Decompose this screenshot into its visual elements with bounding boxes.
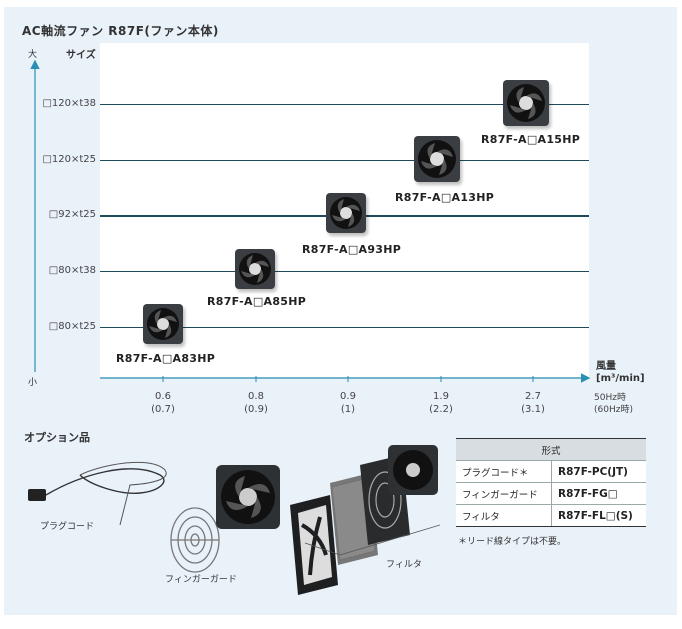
- caption-plug-cord: プラグコード: [40, 522, 95, 532]
- table-cell-code: R87F-FG□: [551, 482, 646, 505]
- caption-finger-guard: フィンガーガード: [165, 575, 237, 585]
- table-row: フィルタ R87F-FL□(S): [456, 504, 646, 527]
- x-tick-label: 0.6(0.7): [151, 391, 175, 415]
- x-axis-title: 風量 [m³/min]: [596, 361, 645, 384]
- table-cell-name: フィルタ: [456, 504, 552, 527]
- grid-line-80x25: [100, 327, 589, 328]
- filter-bracket: [304, 524, 440, 556]
- y-axis-title: サイズ: [66, 50, 96, 61]
- caption-filter: フィルタ: [386, 560, 422, 570]
- table-cell-code: R87F-FL□(S): [551, 504, 646, 527]
- x-axis-frequency-note: 50Hz時 (60Hz時): [594, 393, 633, 415]
- grid-line-120x25: [100, 160, 589, 161]
- model-label: R87F-A□A83HP: [116, 352, 216, 365]
- page-title: AC軸流ファン R87F(ファン本体): [22, 24, 219, 38]
- fan-product-icon: [216, 465, 280, 529]
- options-title: オプション品: [24, 431, 90, 444]
- fan-a83hp-icon: [143, 304, 183, 344]
- x-tick-label: 1.9(2.2): [429, 391, 453, 415]
- x-tick-label: 2.7(3.1): [521, 391, 545, 415]
- grid-line-120x38: [100, 104, 589, 105]
- y-tick-label: □120×t38: [42, 98, 96, 109]
- x-tick-label: 0.8(0.9): [244, 391, 268, 415]
- y-tick-label: □92×t25: [48, 209, 96, 220]
- finger-guard-icon: [170, 507, 220, 573]
- table-cell-name: フィンガーガード: [456, 482, 552, 505]
- model-label: R87F-A□A93HP: [302, 243, 402, 256]
- filter-frame-icon: [290, 495, 338, 595]
- table-cell-code: R87F-PC(JT): [551, 460, 646, 483]
- table-row: プラグコード＊ R87F-PC(JT): [456, 460, 646, 483]
- plug-cord-icon: [28, 461, 167, 526]
- y-axis-top-label: 大: [28, 50, 38, 60]
- fan-small-icon: [388, 445, 438, 495]
- table-row: フィンガーガード R87F-FG□: [456, 482, 646, 505]
- fan-a85hp-icon: [235, 249, 275, 289]
- fan-a93hp-icon: [326, 193, 366, 233]
- y-tick-label: □80×t38: [48, 265, 96, 276]
- model-label: R87F-A□A13HP: [395, 191, 495, 204]
- model-label: R87F-A□A15HP: [481, 133, 581, 146]
- footnote: ＊リード線タイプは不要。: [458, 537, 567, 547]
- options-spec-table: 形式 プラグコード＊ R87F-PC(JT) フィンガーガード R87F-FG□…: [456, 438, 646, 527]
- y-tick-label: □120×t25: [42, 154, 96, 165]
- grid-line-80x38: [100, 271, 589, 272]
- fan-a15hp-icon: [503, 80, 549, 126]
- y-axis-bottom-label: 小: [28, 378, 38, 388]
- y-tick-label: □80×t25: [48, 321, 96, 332]
- model-label: R87F-A□A85HP: [207, 295, 307, 308]
- table-cell-name: プラグコード＊: [456, 460, 552, 483]
- table-header: 形式: [456, 438, 646, 461]
- options-illustration: [28, 445, 440, 595]
- x-tick-label: 0.9(1): [340, 391, 356, 415]
- fan-a13hp-icon: [414, 136, 460, 182]
